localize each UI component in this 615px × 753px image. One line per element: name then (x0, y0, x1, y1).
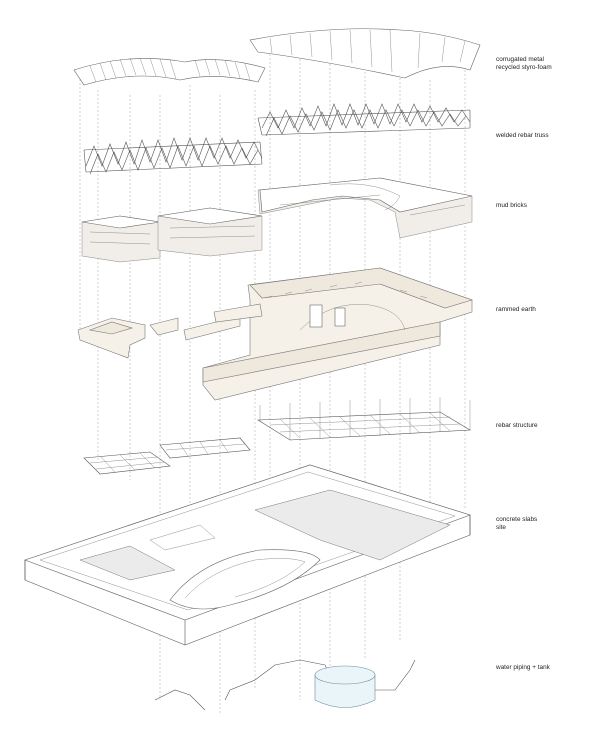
label-earth-line1: rammed earth (496, 306, 536, 313)
label-slabs: concrete slabs site (496, 516, 537, 532)
rammed-earth-layer (77, 267, 473, 401)
roof-layer (73, 28, 481, 86)
label-roof-line2: recycled styro-foam (496, 64, 552, 71)
label-rebar-line1: rebar structure (496, 422, 538, 429)
label-bricks-line1: mud bricks (496, 202, 527, 209)
label-roof: corrugated metal recycled styro-foam (496, 56, 552, 72)
label-truss: welded rebar truss (496, 132, 549, 140)
label-truss-line1: welded rebar truss (496, 132, 549, 139)
concrete-slabs-layer (24, 464, 471, 646)
label-slabs-line2: site (496, 524, 506, 531)
label-roof-line1: corrugated metal (496, 56, 544, 63)
label-water: water piping + tank (496, 664, 550, 672)
label-rebar: rebar structure (496, 422, 538, 430)
rebar-layer (83, 397, 471, 475)
water-layer (154, 659, 416, 711)
mud-bricks-layer (81, 177, 473, 263)
label-slabs-line1: concrete slabs (496, 516, 538, 523)
truss-layer (83, 103, 471, 175)
label-water-line1: water piping + tank (496, 664, 550, 671)
label-bricks: mud bricks (496, 202, 527, 210)
label-earth: rammed earth (496, 306, 536, 314)
